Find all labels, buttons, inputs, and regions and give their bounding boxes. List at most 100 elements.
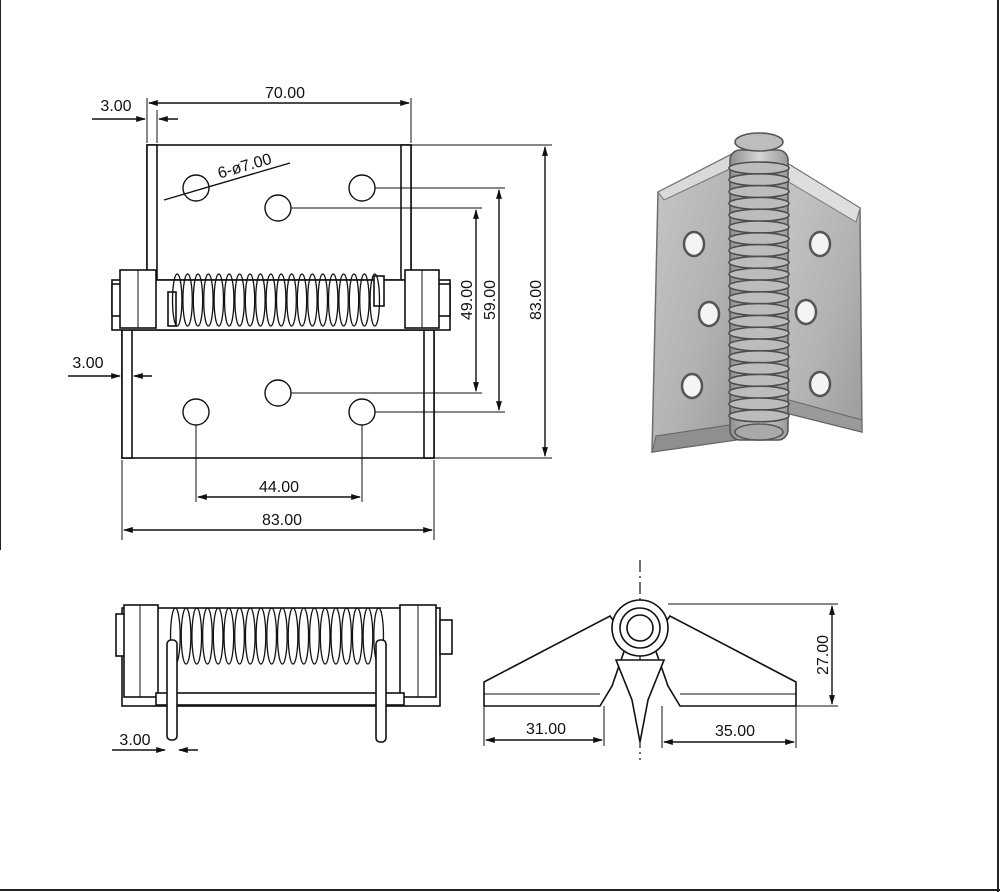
coil bbox=[266, 607, 278, 665]
coil bbox=[213, 273, 225, 327]
coil bbox=[244, 273, 256, 327]
bv-tang-left bbox=[166, 639, 178, 741]
side-leaf-left bbox=[483, 614, 629, 707]
coil bbox=[275, 273, 287, 327]
barrel bbox=[111, 279, 451, 331]
bottom-view: 3.00 bbox=[112, 604, 453, 753]
photo-coil bbox=[728, 255, 790, 270]
photo-pin-top bbox=[734, 132, 784, 152]
coil bbox=[298, 607, 310, 665]
photo-coil bbox=[728, 385, 790, 400]
dim-pin-thickness: 3.00 bbox=[119, 732, 150, 749]
dim-left-31: 31.00 bbox=[526, 721, 566, 738]
coil bbox=[287, 607, 299, 665]
photo-hole-5 bbox=[794, 298, 818, 326]
hinge-photo bbox=[651, 132, 863, 453]
coil bbox=[191, 607, 203, 665]
photo-coil bbox=[728, 326, 790, 341]
photo-hole-2 bbox=[697, 300, 721, 328]
coil bbox=[338, 273, 349, 327]
photo-hole-3 bbox=[680, 372, 704, 400]
bv-leaf-strip bbox=[155, 692, 405, 706]
coil bbox=[180, 607, 192, 665]
front-view: 70.00 3.00 6-ø7.00 49.00 59.00 83.00 3.0… bbox=[68, 85, 552, 540]
photo-hole-6 bbox=[808, 370, 832, 398]
dim-right-35: 35.00 bbox=[715, 723, 755, 740]
upper-leaf-edge-right bbox=[400, 144, 412, 281]
photo-coil bbox=[728, 208, 790, 222]
hole-top-left bbox=[182, 174, 210, 202]
upper-leaf-edge-left bbox=[146, 144, 158, 281]
dim-leaf-width: 70.00 bbox=[265, 85, 305, 102]
side-leaf-right bbox=[651, 614, 797, 707]
side-spring-tang bbox=[614, 659, 666, 743]
photo-coil bbox=[728, 196, 790, 211]
coil bbox=[330, 607, 342, 665]
photo-coil bbox=[728, 232, 790, 246]
photo-coil bbox=[728, 243, 790, 258]
photo-coil bbox=[728, 220, 790, 234]
side-view: 27.00 31.00 35.00 bbox=[483, 560, 838, 760]
photo-coil bbox=[728, 373, 790, 388]
coil bbox=[255, 607, 267, 665]
hole-bottom-left bbox=[182, 398, 210, 426]
coil bbox=[212, 607, 224, 665]
coil bbox=[319, 607, 331, 665]
coil bbox=[296, 273, 308, 327]
hole-top-right bbox=[348, 174, 376, 202]
coil bbox=[201, 607, 213, 665]
bv-tang-right bbox=[375, 639, 387, 743]
coil bbox=[223, 273, 235, 327]
coil bbox=[286, 273, 297, 327]
hole-leader bbox=[163, 162, 291, 201]
photo-hole-1 bbox=[682, 230, 706, 258]
bv-spring-coils bbox=[169, 607, 385, 665]
photo-hole-4 bbox=[808, 230, 832, 258]
coil bbox=[348, 273, 360, 327]
dim-height-27: 27.00 bbox=[815, 635, 832, 675]
spring-tang-left bbox=[167, 291, 177, 327]
dim-hole-spacing-59: 59.00 bbox=[482, 280, 499, 320]
hole-top-center bbox=[264, 194, 292, 222]
coil bbox=[234, 273, 245, 327]
photo-coil bbox=[728, 290, 790, 305]
coil bbox=[327, 273, 339, 327]
bv-pin-end-right bbox=[439, 619, 453, 655]
photo-coil bbox=[728, 338, 790, 352]
dim-leaf-thickness-top: 3.00 bbox=[100, 98, 131, 115]
dim-height-83: 83.00 bbox=[528, 280, 545, 320]
photo-coil bbox=[728, 314, 790, 329]
coil bbox=[234, 607, 246, 665]
spring-coils bbox=[171, 273, 381, 327]
photo-coil bbox=[728, 349, 790, 364]
photo-pin-bottom bbox=[734, 423, 784, 441]
side-pin bbox=[626, 614, 654, 642]
coil bbox=[307, 273, 318, 327]
photo-coil bbox=[728, 161, 790, 175]
coil bbox=[276, 607, 288, 665]
photo-coil bbox=[728, 361, 790, 376]
coil bbox=[203, 273, 214, 327]
coil bbox=[341, 607, 353, 665]
photo-coil bbox=[728, 173, 790, 187]
coil bbox=[351, 607, 363, 665]
dim-overall-width: 83.00 bbox=[262, 512, 302, 529]
photo-coil bbox=[728, 397, 790, 411]
coil bbox=[317, 273, 329, 327]
dim-hole-spacing-49: 49.00 bbox=[459, 280, 476, 320]
coil bbox=[223, 607, 235, 665]
dim-hole-spacing-44: 44.00 bbox=[259, 479, 299, 496]
hole-bottom-center bbox=[264, 379, 292, 407]
photo-spring-coils bbox=[728, 161, 790, 423]
photo-coil bbox=[728, 408, 790, 423]
photo-coil bbox=[728, 279, 790, 293]
coil bbox=[308, 607, 320, 665]
coil bbox=[359, 273, 370, 327]
dim-leaf-thickness-mid: 3.00 bbox=[72, 355, 103, 372]
lower-leaf-edge-right bbox=[423, 329, 435, 459]
photo-coil bbox=[728, 267, 790, 282]
photo-coil bbox=[728, 184, 790, 199]
hole-bottom-right bbox=[348, 398, 376, 426]
coil bbox=[265, 273, 277, 327]
